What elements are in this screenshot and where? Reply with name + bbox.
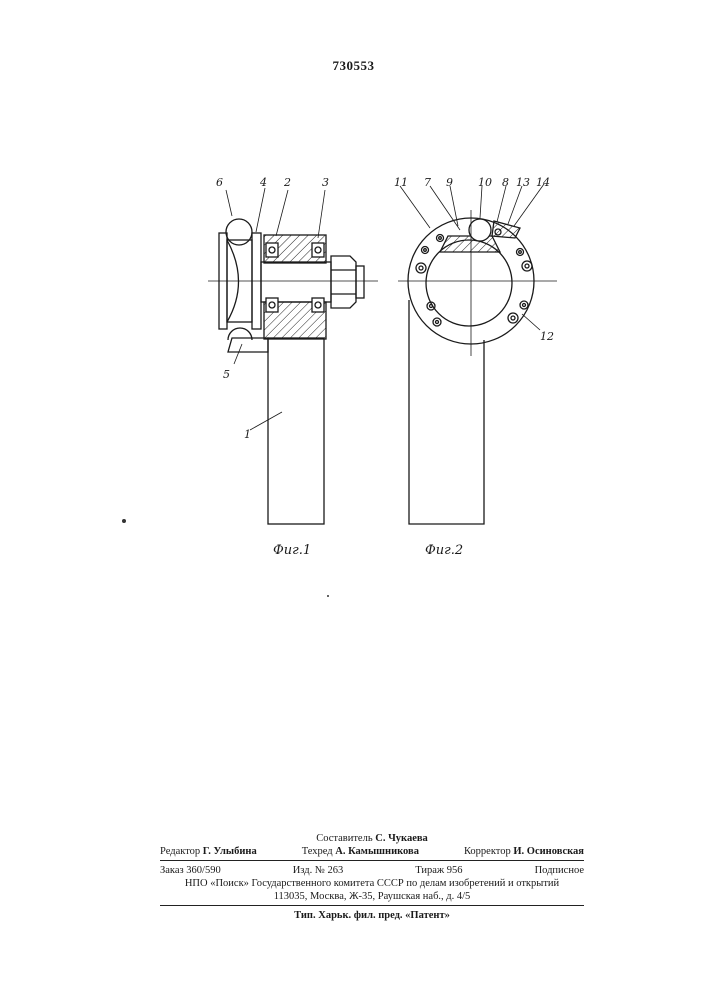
order-line: Заказ 360/590 Изд. № 263 Тираж 956 Подпи… xyxy=(160,864,584,877)
scan-speck xyxy=(327,595,329,597)
part-label: 13 xyxy=(516,176,530,189)
fig1-ball-top xyxy=(226,219,252,245)
compiler-name: С. Чукаева xyxy=(375,832,428,845)
fig1-bearing-1 xyxy=(266,243,278,257)
editor-name: Г. Улыбина xyxy=(203,846,257,857)
fig1-shaft xyxy=(261,262,331,302)
corrector-name: И. Осиновская xyxy=(513,846,584,857)
circulation: Тираж 956 xyxy=(415,864,462,877)
corrector-role: Корректор xyxy=(464,846,511,857)
fig2-shank xyxy=(409,300,484,524)
subscription: Подписное xyxy=(535,864,584,877)
fig1-bearing-3 xyxy=(266,298,278,312)
part-label: 3 xyxy=(322,176,329,189)
part-label: 5 xyxy=(223,368,230,381)
part-label: 11 xyxy=(394,176,408,189)
fig2-hatched-segment-1 xyxy=(440,236,500,252)
fig1-bearing-4 xyxy=(312,298,324,312)
part-label: 8 xyxy=(502,176,509,189)
figure-1-caption: Фиг.1 xyxy=(273,543,311,558)
part-label: 12 xyxy=(540,330,554,343)
part-label: 9 xyxy=(446,176,453,189)
organization-line: НПО «Поиск» Государственного комитета СС… xyxy=(160,877,584,890)
fig2-inner-bore xyxy=(426,240,512,326)
figure-2-caption: Фиг.2 xyxy=(425,543,463,558)
techred-name: А. Камышникова xyxy=(335,846,419,857)
order-number: Заказ 360/590 xyxy=(160,864,221,877)
divider xyxy=(160,860,584,861)
fig1-nut-end xyxy=(356,266,364,298)
fig2-ball xyxy=(469,219,491,241)
part-label: 2 xyxy=(283,176,291,189)
address: 113035, Москва, Ж-35, Раушская наб., д. … xyxy=(274,890,471,903)
divider xyxy=(160,905,584,906)
publication-imprint: Составитель С. Чукаева Редактор Г. Улыби… xyxy=(160,832,584,922)
printer: Тип. Харьк. фил. пред. «Патент» xyxy=(294,909,450,922)
scan-speck xyxy=(122,519,126,523)
fig1-nut xyxy=(331,256,356,308)
printer-line: Тип. Харьк. фил. пред. «Патент» xyxy=(160,909,584,922)
staff-line: Редактор Г. Улыбина Техред А. Камышников… xyxy=(160,845,584,858)
editor-role: Редактор xyxy=(160,846,200,857)
part-label: 6 xyxy=(216,176,223,189)
organization: НПО «Поиск» Государственного комитета СС… xyxy=(185,877,559,890)
fig1-base xyxy=(228,338,268,352)
compiler-line: Составитель С. Чукаева xyxy=(160,832,584,845)
part-label: 10 xyxy=(478,176,492,189)
compiler-role: Составитель xyxy=(316,832,372,845)
edition-number: Изд. № 263 xyxy=(293,864,344,877)
fig1-bearing-2 xyxy=(312,243,324,257)
fig1-shank xyxy=(268,338,324,524)
part-label: 14 xyxy=(536,176,550,189)
address-line: 113035, Москва, Ж-35, Раушская наб., д. … xyxy=(160,890,584,903)
part-label: 4 xyxy=(259,176,267,189)
part-label: 7 xyxy=(424,176,431,189)
figure-2-drawing xyxy=(398,184,557,524)
figure-1-drawing xyxy=(208,188,378,524)
techred-role: Техред xyxy=(302,846,333,857)
part-label: 1 xyxy=(244,428,251,441)
